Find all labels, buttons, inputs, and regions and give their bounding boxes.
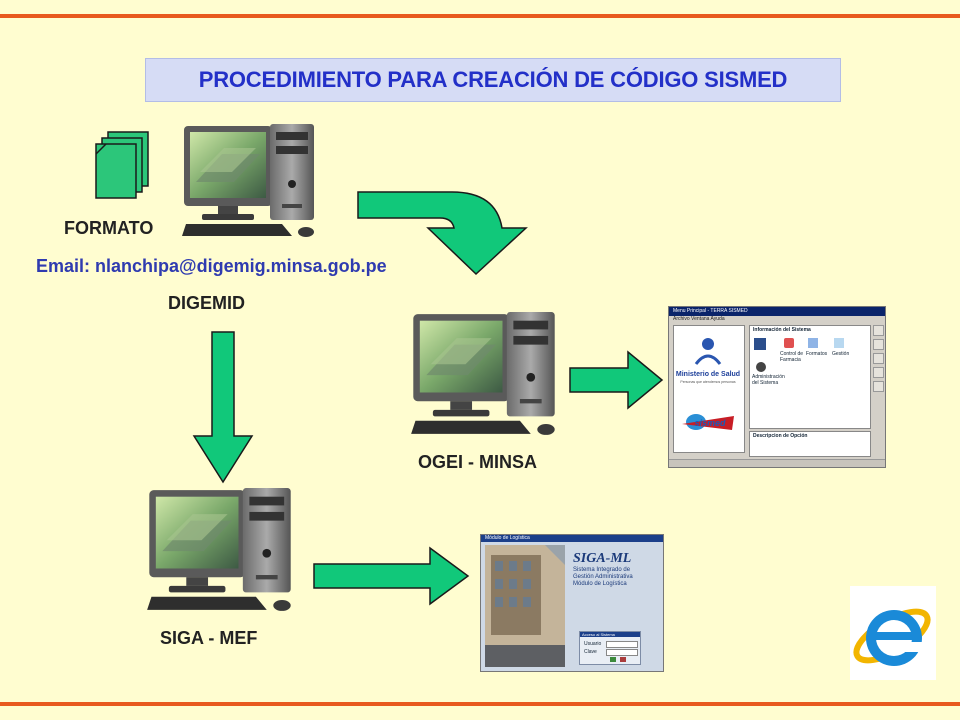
sismed-statusbar [669,459,885,467]
module-icon[interactable] [754,338,766,350]
pharmacy-icon[interactable] [784,338,794,348]
sismed-main-panel: Información del Sistema Control de Farma… [749,325,871,429]
siga-titlebar: Módulo de Logística [481,535,663,542]
login-field-label: Clave [584,649,597,655]
login-header: Acceso al Sistema [580,632,640,637]
sismed-titlebar: Menu Principal - TERRA SISMED [669,307,885,316]
ministry-logo-icon: Ministerio de Salud Personas que atendem… [676,338,740,430]
ogei-label: OGEI - MINSA [418,452,538,472]
icon-label: Gestión [832,351,850,357]
toolbar-button[interactable] [873,325,884,336]
password-field[interactable] [606,649,638,656]
internet-explorer-icon [850,586,936,680]
siga-subtitle-3: Módulo de Logística [573,581,627,587]
siga-branding: SIGA-ML Sistema Integrado de Gestión Adm… [573,551,653,588]
sismed-logo-panel: Ministerio de Salud Personas que atendem… [673,325,745,453]
computer-icon [182,124,314,237]
username-field[interactable] [606,641,638,648]
toolbar-button[interactable] [873,353,884,364]
toolbar-button[interactable] [873,339,884,350]
login-field-label: Usuario [584,641,602,647]
sismed-app-screenshot: Menu Principal - TERRA SISMED Archivo Ve… [668,306,886,468]
right-arrow [313,546,470,606]
ok-button[interactable] [610,657,616,662]
siga-app-screenshot: Módulo de Logística SIGA-ML Sistema Inte… [480,534,664,672]
ministry-sub-text: Personas que atendemos personas [680,380,736,384]
management-icon[interactable] [834,338,844,348]
forms-icon[interactable] [808,338,818,348]
email-text: Email: nlanchipa@digemig.minsa.gob.pe [36,256,387,276]
icon-label: Formatos [806,351,828,357]
formato-label: FORMATO [64,218,154,238]
toolbar-button[interactable] [873,381,884,392]
computer-icon [411,312,555,435]
ministry-text: Ministerio de Salud [676,371,740,378]
top-rule [0,14,960,18]
desc-header: Descripcion de Opción [753,433,808,439]
document-stack-icon [95,131,149,199]
sismed-logo-text: sismed [694,418,726,428]
sismed-toolbar [873,325,884,395]
cancel-button[interactable] [620,657,626,662]
icon-label: Administración del Sistema [752,374,785,386]
down-arrow [192,331,254,484]
sismed-description-panel: Descripcion de Opción [749,431,871,457]
building-photo [485,545,565,667]
admin-icon[interactable] [756,362,766,372]
panel-header: Información del Sistema [753,327,811,333]
siga-subtitle-2: Gestión Administrativa [573,574,633,580]
siga-subtitle-1: Sistema Integrado de [573,567,631,573]
right-arrow [569,350,664,410]
sismed-menubar: Archivo Ventana Ayuda [673,316,725,322]
siga-logo-text: SIGA-ML [573,551,632,566]
siga-label: SIGA - MEF [160,628,258,648]
bottom-rule [0,702,960,706]
digemid-label: DIGEMID [168,293,246,313]
curved-arrow [357,191,528,276]
toolbar-button[interactable] [873,367,884,378]
page-title: PROCEDIMIENTO PARA CREACIÓN DE CÓDIGO SI… [145,58,841,102]
login-box: Acceso al Sistema Usuario Clave [579,631,641,665]
icon-label: Control de Farmacia [780,351,804,363]
computer-icon [147,488,291,611]
